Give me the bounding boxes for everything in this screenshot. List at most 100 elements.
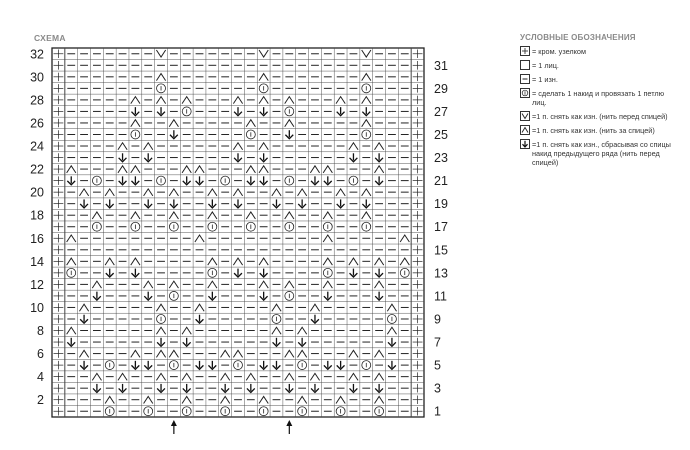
drop-yo-stitch (79, 314, 89, 325)
slip-back-stitch (322, 211, 333, 220)
edge-stitch (53, 141, 64, 151)
slip-back-stitch (66, 326, 77, 335)
yo-knit-stitch (361, 360, 372, 370)
row-number-right: 25 (434, 128, 448, 142)
edge-stitch (412, 395, 423, 404)
yo-knit-stitch (322, 267, 333, 278)
slip-back-stitch (335, 395, 346, 404)
yo-knit-stitch (284, 106, 295, 117)
yo-knit-stitch (104, 360, 115, 370)
drop-yo-stitch (105, 199, 115, 209)
edge-stitch (53, 383, 64, 393)
edge-stitch (412, 130, 423, 139)
edge-stitch (53, 130, 64, 139)
row-number-left: 28 (30, 93, 44, 107)
slip-back-stitch (374, 280, 385, 289)
yo-knit-stitch (207, 267, 218, 278)
yo-knit-stitch (335, 406, 346, 417)
slip-back-stitch (168, 280, 179, 289)
yo-knit-stitch (156, 175, 166, 186)
slip-back-stitch (297, 395, 308, 404)
slip-back-stitch (91, 280, 102, 289)
yo-knit-stitch (322, 221, 333, 232)
slip-back-stitch (130, 257, 141, 266)
slip-back-stitch (322, 164, 333, 174)
legend-item-label: =1 п. снять как изн. (нить за спицей) (532, 126, 655, 135)
edge-stitch (53, 303, 64, 312)
slip-back-stitch (156, 72, 167, 81)
slip-back-stitch (168, 211, 179, 220)
slip-back-stitch (117, 164, 128, 174)
slip-back-stitch (207, 211, 218, 220)
legend-item-label: = 1 лиц. (532, 61, 559, 70)
slip-back-stitch (232, 257, 244, 266)
slip-back-stitch (284, 372, 295, 381)
slip-back-stitch (130, 349, 141, 358)
drop-yo-stitch (92, 291, 102, 302)
drop-yo-stitch (323, 291, 333, 302)
legend: УСЛОВНЫЕ ОБОЗНАЧЕНИЯ = кром. узелком= 1 … (520, 33, 680, 172)
drop-yo-stitch (374, 268, 384, 279)
slip-back-stitch (232, 187, 244, 197)
edge-stitch (53, 234, 64, 243)
edge-stitch (412, 153, 423, 162)
drop-yo-stitch (233, 107, 243, 117)
slip-back-stitch (322, 257, 333, 266)
slip-back-stitch (181, 372, 192, 381)
row-number-left: 6 (37, 347, 44, 361)
slip-back-stitch (130, 118, 141, 127)
yo-knit-stitch (399, 267, 410, 278)
slip-back-stitch (181, 395, 192, 404)
slip-back-stitch (104, 395, 115, 404)
row-number-left: 24 (30, 140, 44, 154)
drop-yo-stitch (233, 268, 243, 279)
drop-yo-stitch (297, 337, 307, 348)
slip-back-stitch (66, 234, 77, 243)
yo-knit-stitch (156, 83, 166, 94)
slip-back-stitch (374, 372, 385, 381)
drop-yo-stitch (143, 291, 153, 302)
yo-knit-stitch (233, 360, 243, 370)
drop-yo-stitch (259, 360, 269, 371)
slip-back-stitch (284, 280, 295, 289)
yo-knit-stitch (92, 221, 102, 232)
slip-back-stitch (335, 187, 346, 197)
row-number-left: 30 (30, 70, 44, 84)
drop-yo-stitch (336, 107, 345, 117)
drop-yo-stitch (79, 199, 89, 209)
slip-front-icon (520, 111, 530, 121)
slip-back-stitch (220, 349, 231, 358)
edge-stitch (412, 314, 423, 324)
slip-back-stitch (258, 395, 269, 404)
slip-back-stitch (245, 211, 256, 220)
drop-yo-stitch (374, 176, 384, 186)
yo-knit-stitch (130, 221, 141, 232)
drop-yo-stitch (143, 153, 153, 163)
slip-back-stitch (232, 349, 244, 358)
slip-back-stitch (130, 164, 141, 174)
yo-knit-stitch (361, 129, 372, 140)
slip-back-stitch (297, 326, 308, 335)
legend-item: =1 п. снять как изн. (нить перед спицей) (520, 111, 680, 121)
slip-back-stitch (79, 303, 90, 312)
slip-back-stitch (309, 303, 320, 312)
row-number-right: 15 (434, 243, 448, 257)
edge-stitch (412, 257, 423, 266)
drop-yo-stitch (233, 199, 243, 209)
drop-yo-stitch (118, 176, 127, 186)
yo-knit-stitch (258, 406, 269, 417)
slip-back-stitch (91, 211, 102, 220)
slip-back-stitch (117, 141, 128, 151)
row-number-right: 3 (434, 382, 441, 396)
edge-stitch (412, 61, 423, 70)
row-number-right: 19 (434, 197, 448, 211)
drop-yo-stitch (336, 360, 345, 371)
edge-stitch (53, 337, 64, 347)
legend-item: = кром. узелком (520, 46, 680, 56)
slip-back-stitch (207, 257, 218, 266)
drop-yo-stitch (156, 337, 166, 348)
slip-back-stitch (232, 95, 244, 104)
yo-knit-stitch (361, 221, 372, 232)
drop-yo-stitch (259, 268, 269, 279)
legend-item: =1 п. снять как изн. (нить за спицей) (520, 125, 680, 135)
